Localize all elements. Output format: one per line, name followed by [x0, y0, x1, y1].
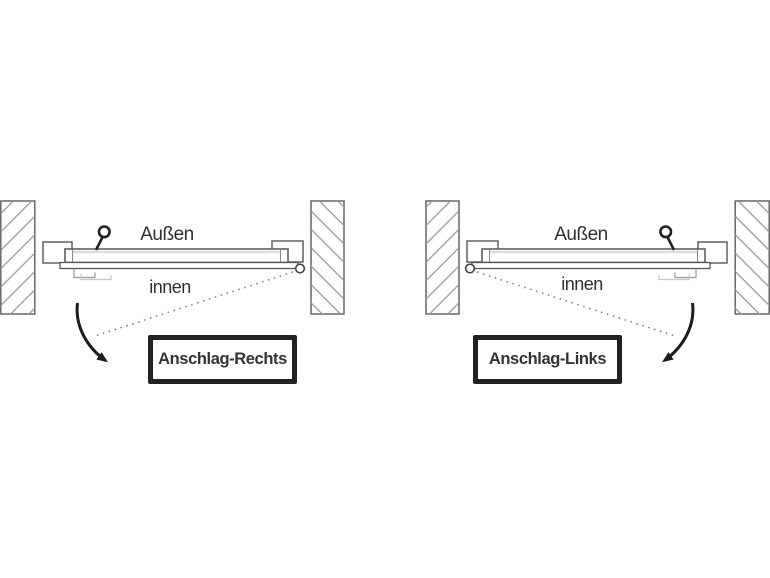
inside-label: innen: [149, 277, 191, 297]
anschlag-links-box: Anschlag-Links: [473, 335, 622, 384]
door-diagram-anschlag-links: Außen innen: [425, 195, 770, 380]
inside-label: innen: [561, 274, 603, 294]
anschlag-links-label: Anschlag-Links: [488, 350, 607, 368]
anschlag-rechts-box: Anschlag-Rechts: [148, 335, 297, 384]
outside-label: Außen: [140, 224, 193, 245]
anschlag-rechts-label: Anschlag-Rechts: [158, 350, 287, 368]
door-diagram-anschlag-rechts: Außen innen: [0, 195, 345, 380]
outside-label: Außen: [554, 224, 607, 245]
